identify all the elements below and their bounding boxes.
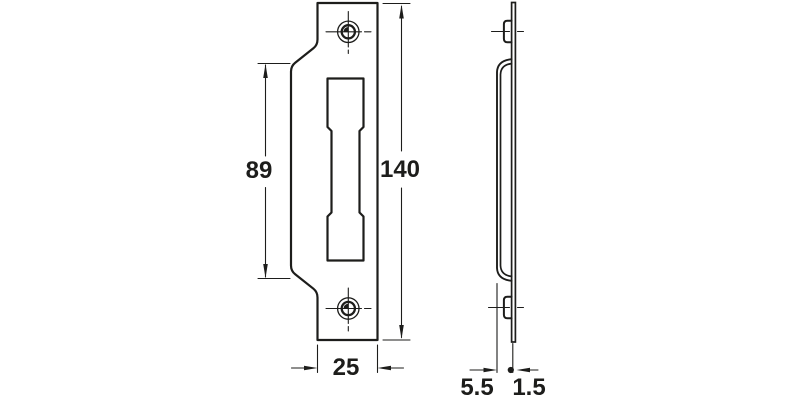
dim-89-arrow-down <box>263 264 268 278</box>
side-plate <box>510 1 517 343</box>
latch-cutout <box>326 77 365 262</box>
dim-5-5-arrow <box>483 367 497 373</box>
screw-hole-bottom <box>325 287 372 332</box>
screw-hole-bottom-bore <box>340 300 357 317</box>
dim-label-5-5: 5.5 <box>460 374 494 400</box>
dim-25-arrow-right <box>377 365 391 371</box>
dim-89-extension-lines <box>257 62 291 280</box>
dim-140-arrow-down <box>399 325 404 339</box>
dim-dot-terminator <box>507 366 514 374</box>
dim-1-5-arrow <box>516 367 530 373</box>
screw-hole-top-bore <box>340 24 357 40</box>
front-view <box>289 1 379 342</box>
dim-140-extension-lines <box>382 2 411 341</box>
dim-140-arrow-up <box>399 4 404 19</box>
screw-hole-top <box>325 10 372 55</box>
screw-hole-bottom-countersink <box>336 297 360 320</box>
dim-25-extension-lines <box>316 344 379 374</box>
dim-25-arrow-left <box>304 365 318 371</box>
dim-label-89: 89 <box>245 157 273 184</box>
dimension-89 <box>257 62 291 280</box>
dim-89-arrow-up <box>263 64 268 78</box>
dimension-25 <box>290 344 405 374</box>
dim-label-1-5: 1.5 <box>512 374 546 400</box>
screw-hole-top-wedge <box>343 27 349 32</box>
dim-label-25: 25 <box>332 353 360 381</box>
screw-hole-top-countersink <box>336 20 360 44</box>
side-raised-face-outer <box>496 58 513 282</box>
side-view <box>487 1 525 343</box>
dimension-5-5-and-1-5 <box>469 282 539 374</box>
dimension-140 <box>382 2 411 341</box>
screw-hole-bottom-wedge <box>343 303 349 309</box>
side-raised-face-inner <box>499 62 513 278</box>
dim-label-140: 140 <box>379 156 421 183</box>
